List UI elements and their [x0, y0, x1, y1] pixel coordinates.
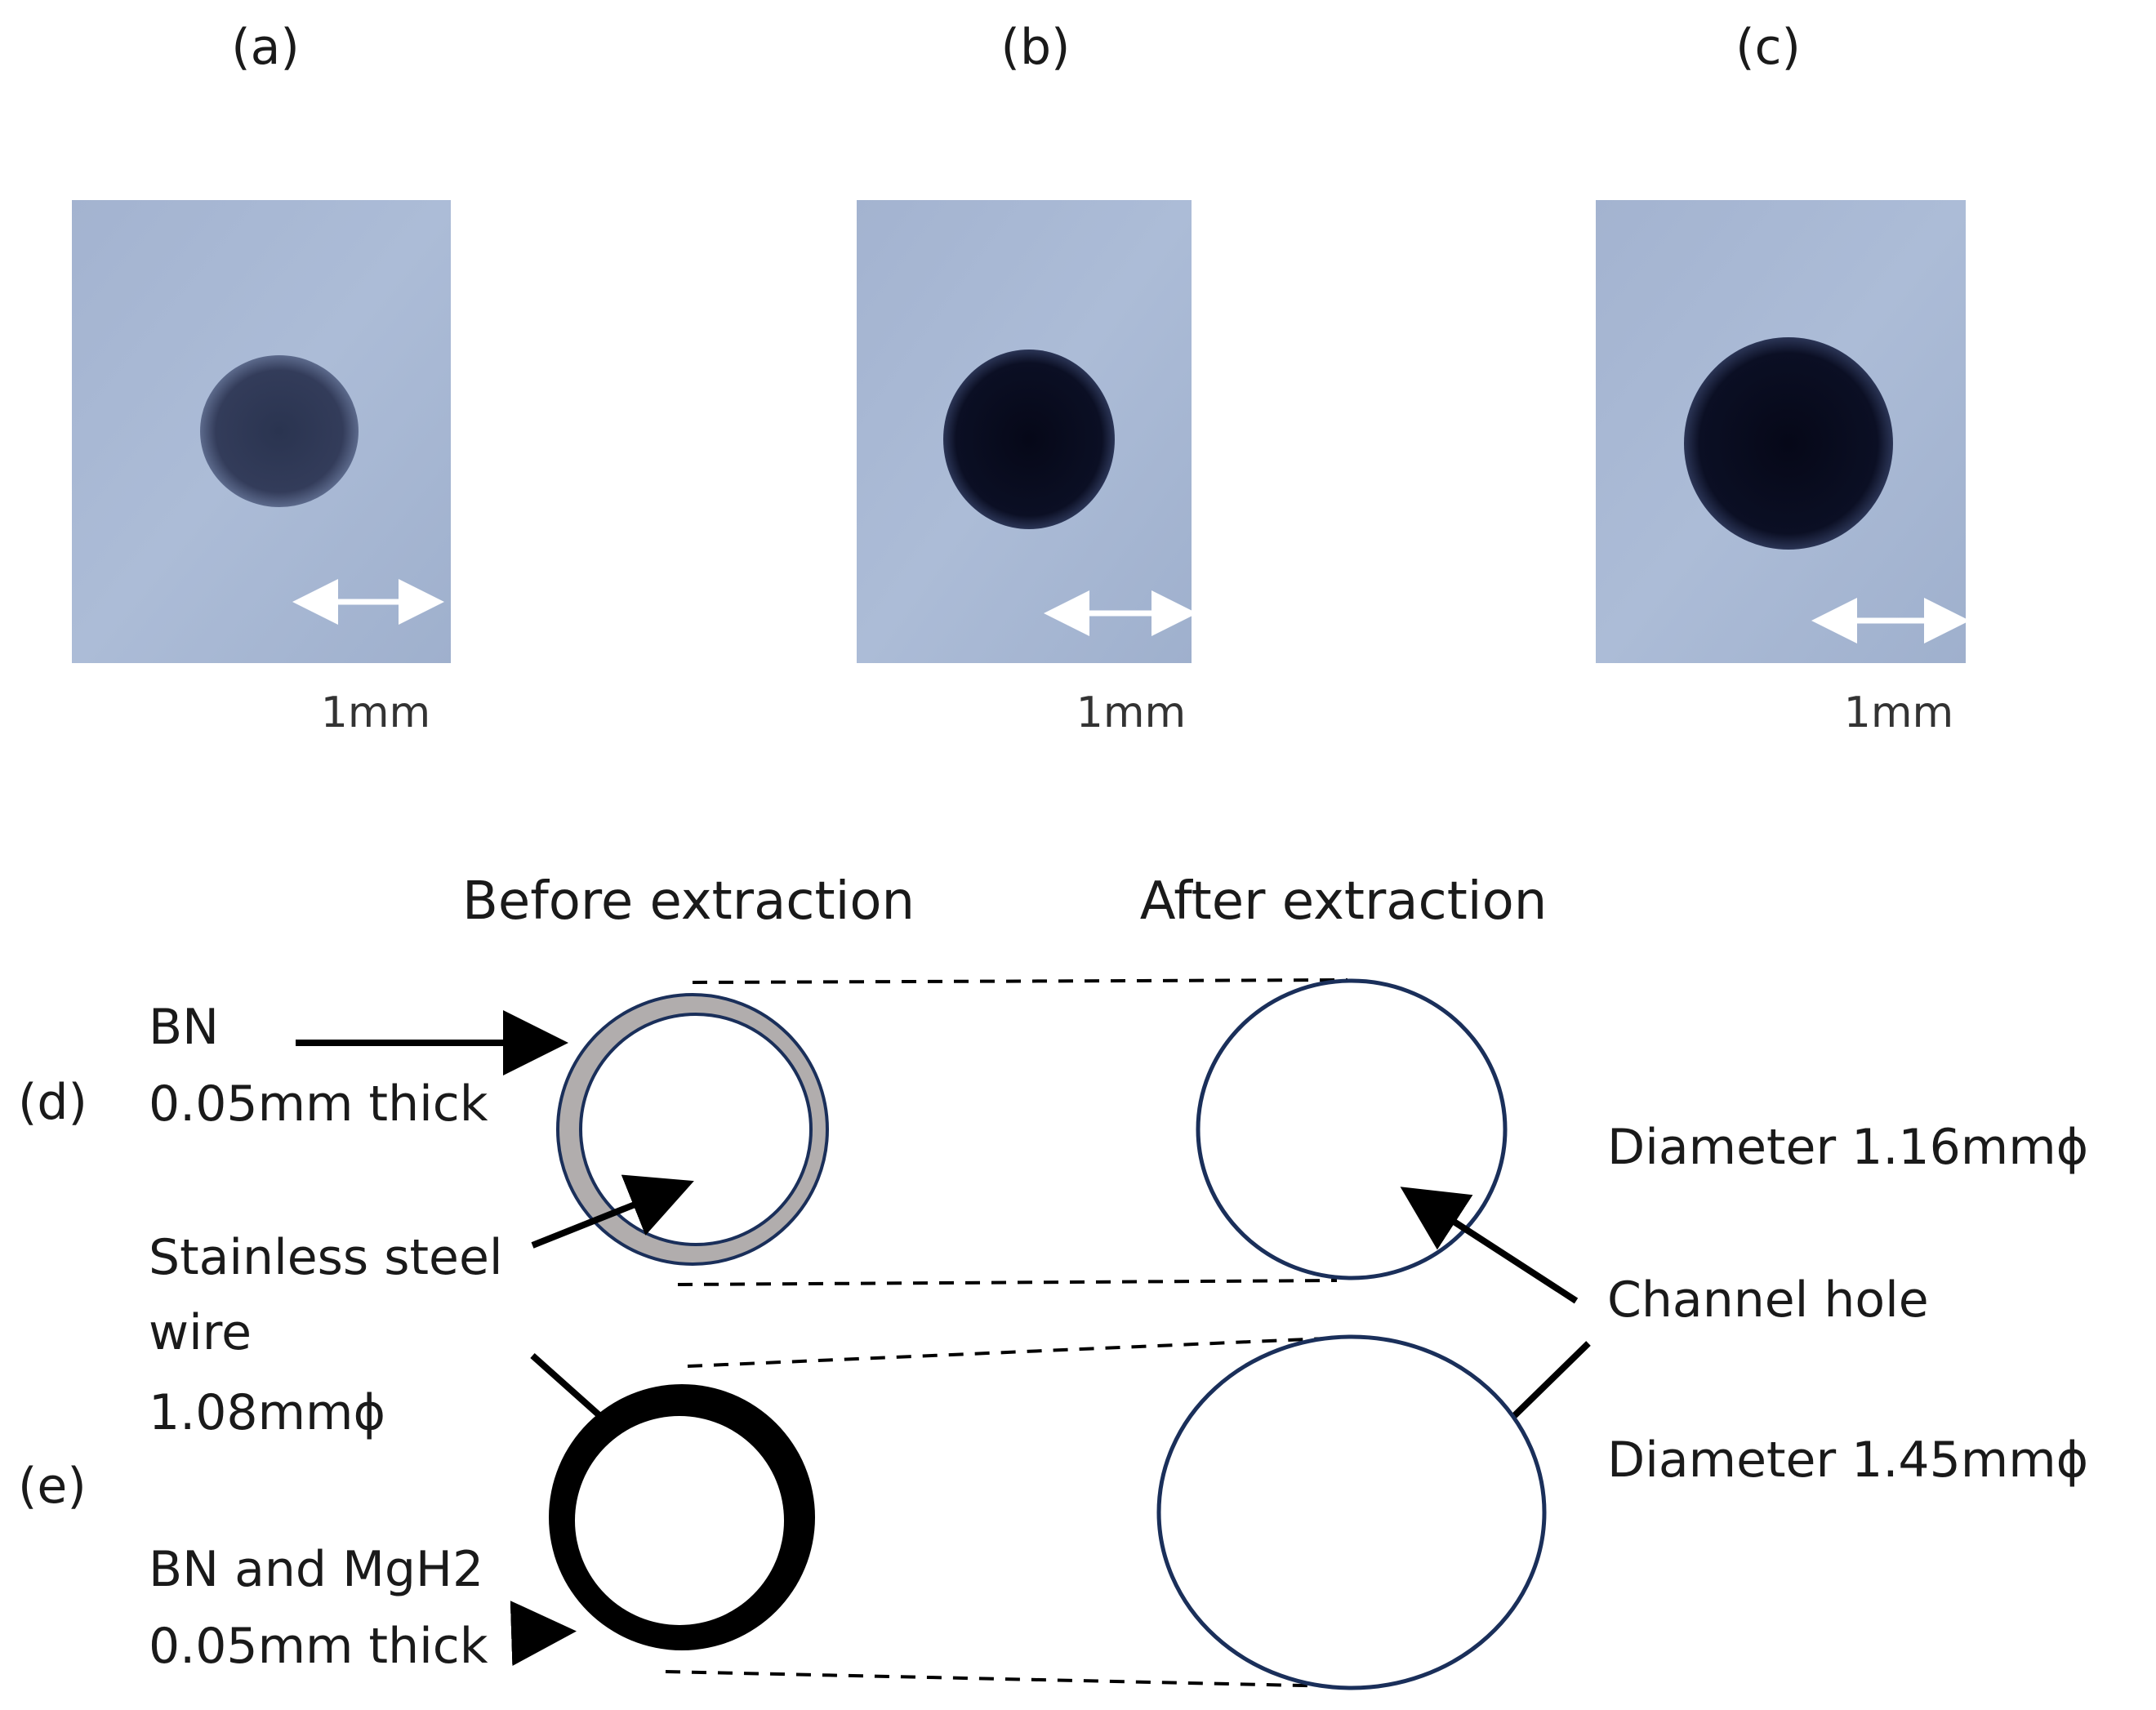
panel-label-c: (c)	[1735, 19, 1801, 76]
bn-mgh2-label: BN and MgH2	[149, 1541, 483, 1598]
bn-label: BN	[149, 999, 219, 1056]
channel-hole-after-d	[1196, 978, 1508, 1280]
photo-a-scale-label: 1mm	[321, 688, 430, 737]
panel-label-b: (b)	[1001, 19, 1071, 76]
before-extraction-heading: Before extraction	[462, 871, 915, 932]
bn-mgh2-pointer-arrow	[510, 1601, 577, 1667]
photo-c-scale-label: 1mm	[1844, 688, 1953, 737]
after-extraction-heading: After extraction	[1140, 871, 1548, 932]
bn-mgh2-thickness-label: 0.05mm thick	[149, 1618, 488, 1675]
channel-hole-after-e	[1156, 1334, 1547, 1690]
bn-thickness-label: 0.05mm thick	[149, 1075, 488, 1133]
channel-hole-label: Channel hole	[1607, 1271, 1929, 1329]
wire-label-line3: 1.08mmϕ	[149, 1384, 385, 1441]
wire-core-before-e	[575, 1416, 784, 1625]
wire-label-line1: Stainless steel	[149, 1229, 503, 1286]
dashed-bottom-d	[677, 1279, 1338, 1286]
photo-c-hole	[1684, 337, 1893, 550]
row-d-label: (d)	[18, 1074, 87, 1131]
photo-b-hole	[943, 350, 1115, 529]
diameter-e-label: Diameter 1.45mmϕ	[1607, 1432, 2088, 1489]
photo-a-hole	[200, 355, 359, 507]
dashed-top-e	[687, 1336, 1346, 1368]
diameter-d-label: Diameter 1.16mmϕ	[1607, 1119, 2088, 1176]
panel-label-a: (a)	[231, 19, 300, 76]
photo-b-scale-label: 1mm	[1076, 688, 1186, 737]
dashed-bottom-e	[665, 1670, 1340, 1688]
channel-hole-arrow-d	[1400, 1187, 1579, 1304]
row-e-label: (e)	[18, 1458, 87, 1515]
dashed-top-d	[692, 978, 1348, 984]
wire-label-line2: wire	[149, 1304, 252, 1361]
wire-pointer-arrow-d	[531, 1174, 694, 1249]
